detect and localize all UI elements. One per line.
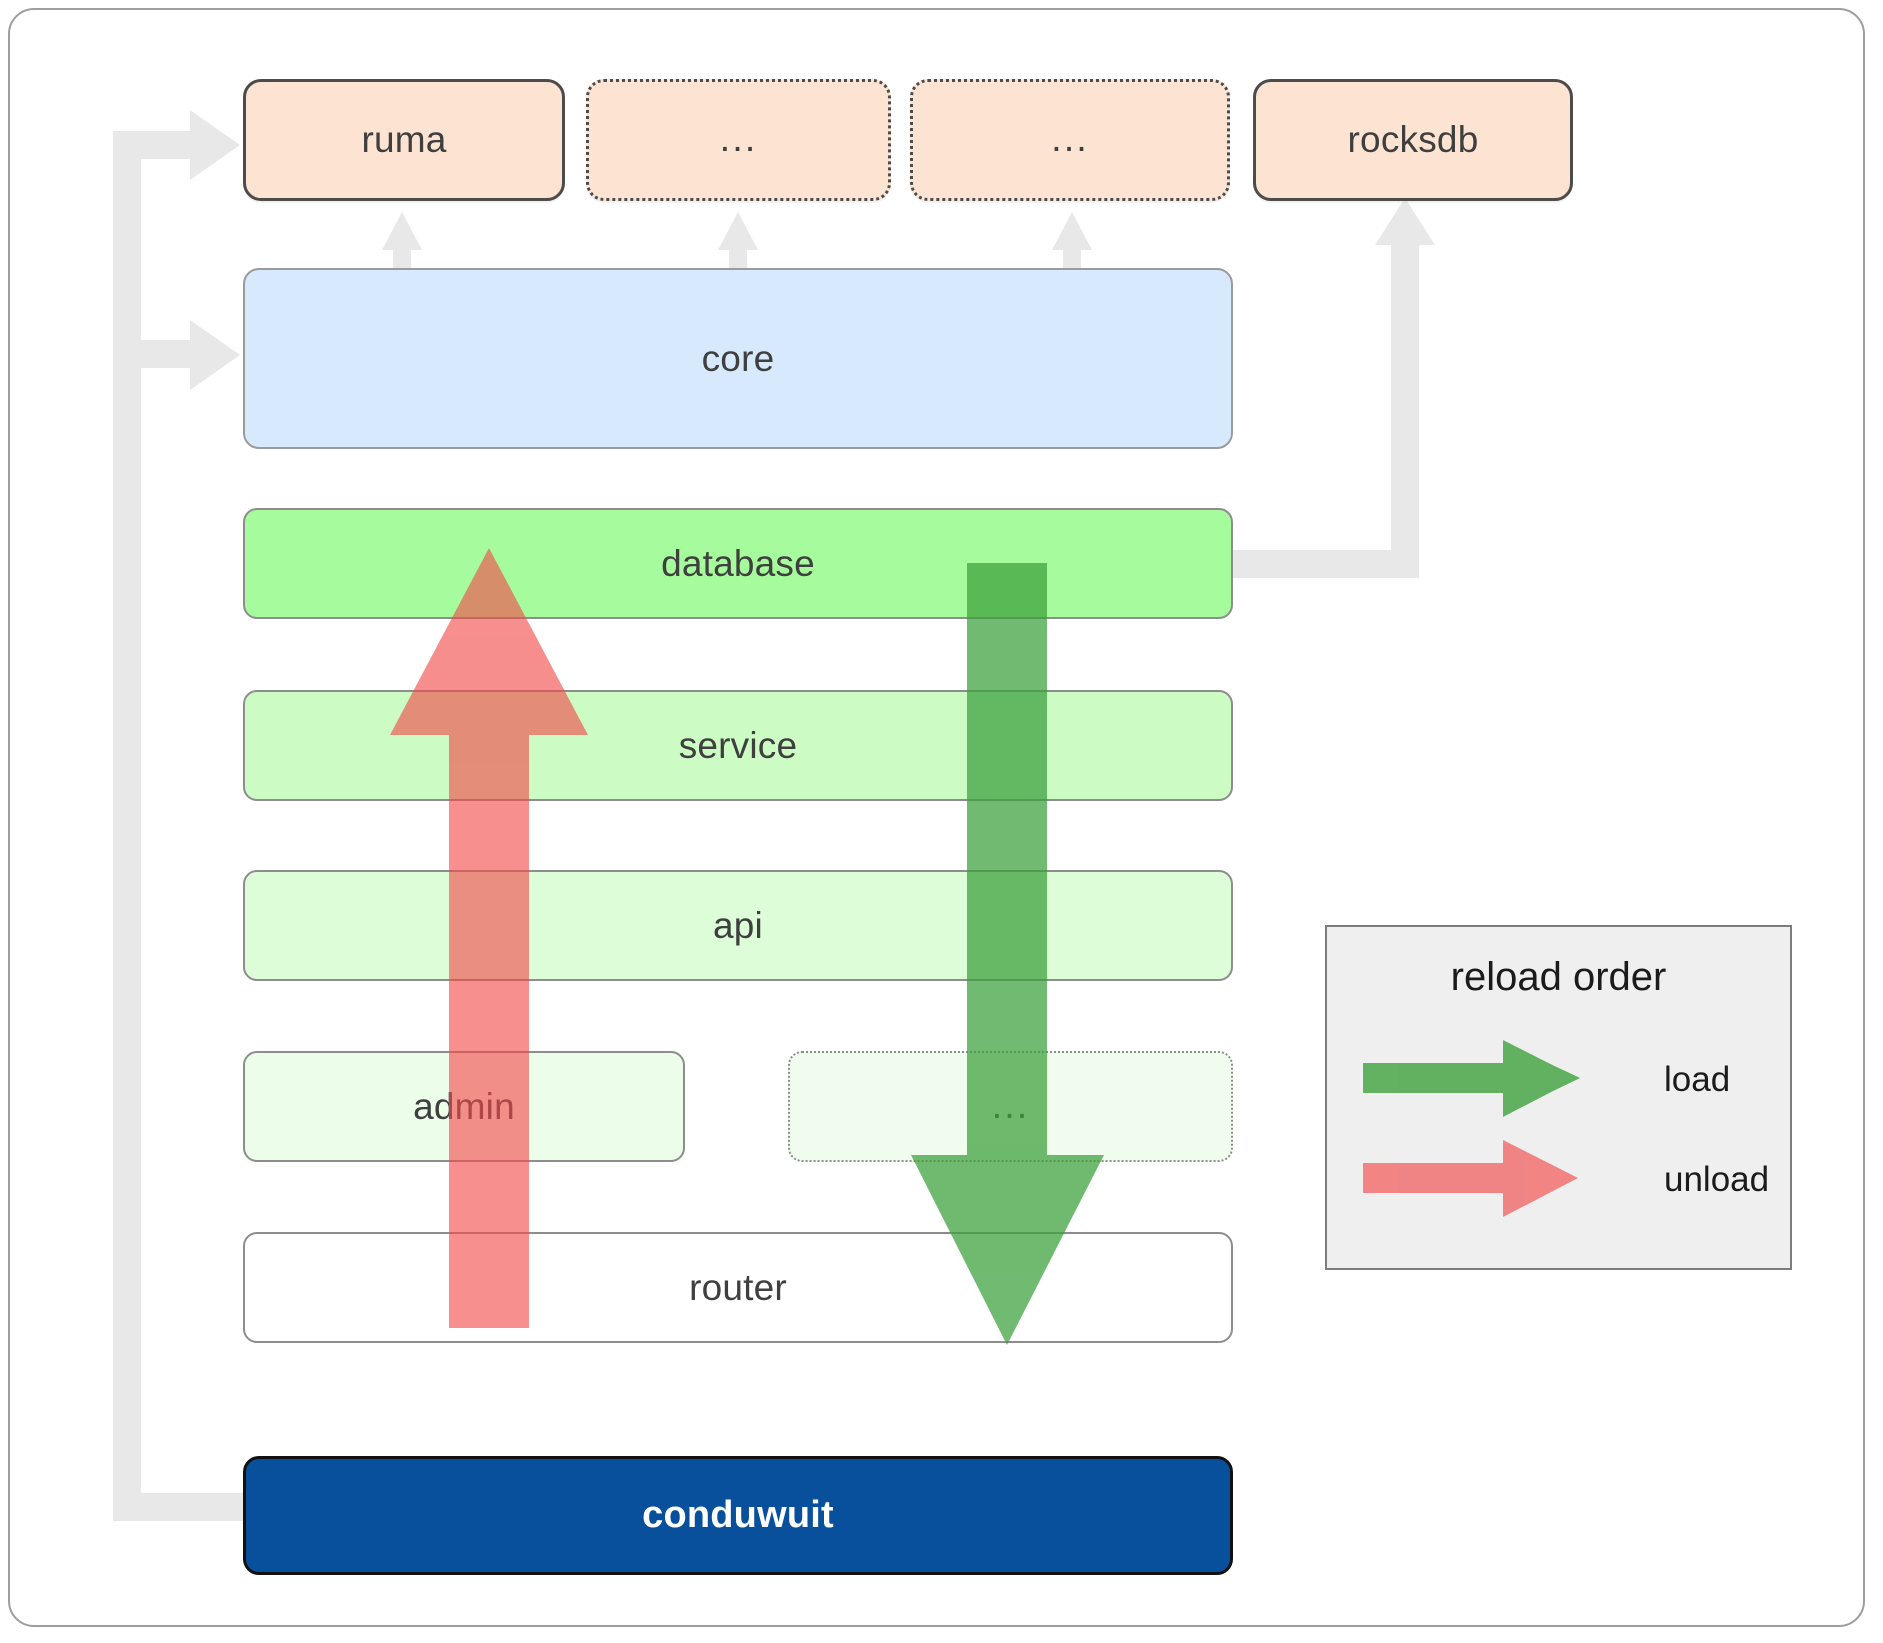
node-conduwuit[interactable]: conduwuit bbox=[243, 1456, 1233, 1575]
legend-title: reload order bbox=[1450, 955, 1667, 999]
node-service-label: service bbox=[678, 724, 798, 766]
node-database[interactable]: database bbox=[243, 508, 1233, 619]
node-ruma[interactable]: ruma bbox=[243, 79, 565, 201]
node-router-label: router bbox=[689, 1266, 787, 1308]
node-layer-ellipsis-label: ... bbox=[991, 1084, 1030, 1127]
node-rocksdb[interactable]: rocksdb bbox=[1253, 79, 1573, 201]
node-admin-label: admin bbox=[413, 1085, 515, 1127]
legend-unload-label: unload bbox=[1664, 1160, 1770, 1199]
node-database-label: database bbox=[661, 542, 815, 584]
node-core-label: core bbox=[701, 337, 775, 379]
node-service[interactable]: service bbox=[243, 690, 1233, 801]
node-conduwuit-label: conduwuit bbox=[642, 1494, 834, 1536]
node-api[interactable]: api bbox=[243, 870, 1233, 981]
node-layer-ellipsis[interactable]: ... bbox=[788, 1051, 1233, 1162]
diagram-frame bbox=[8, 8, 1865, 1627]
node-dep-ellipsis-1-label: ... bbox=[719, 118, 758, 161]
node-api-label: api bbox=[713, 904, 763, 946]
node-dep-ellipsis-2-label: ... bbox=[1051, 118, 1089, 161]
node-dep-ellipsis-1[interactable]: ... bbox=[586, 79, 891, 201]
node-core[interactable]: core bbox=[243, 268, 1233, 449]
legend-load-label: load bbox=[1664, 1060, 1731, 1099]
node-dep-ellipsis-2[interactable]: ... bbox=[910, 79, 1230, 201]
node-rocksdb-label: rocksdb bbox=[1347, 119, 1479, 160]
node-admin[interactable]: admin bbox=[243, 1051, 685, 1162]
node-router[interactable]: router bbox=[243, 1232, 1233, 1343]
node-ruma-label: ruma bbox=[361, 119, 447, 160]
